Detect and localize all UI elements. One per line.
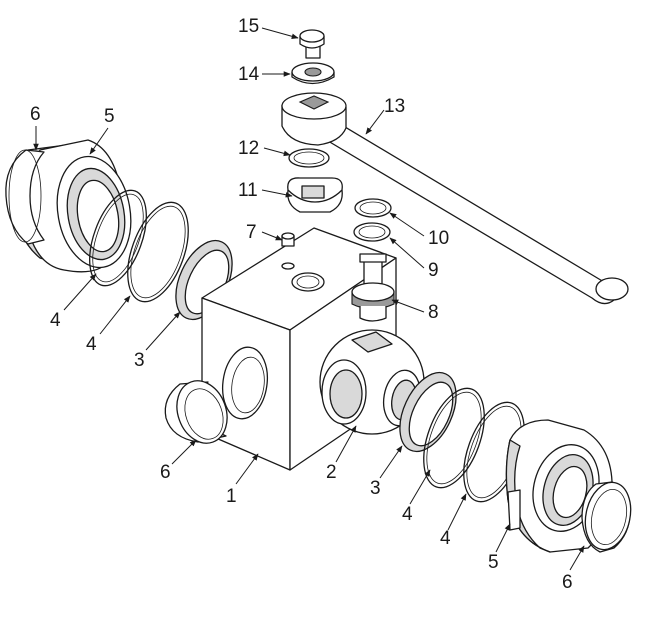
- left-o-ring-a: [89, 189, 147, 287]
- label-11: 11: [238, 180, 258, 201]
- label-2: 2: [326, 462, 337, 483]
- label-3-right: 3: [370, 478, 381, 499]
- label-3-left: 3: [134, 350, 145, 371]
- o-ring-9: [353, 222, 391, 242]
- label-5-left: 5: [104, 106, 115, 127]
- label-9: 9: [428, 260, 439, 281]
- leader-lines: [33, 27, 585, 571]
- stop-plate: [287, 177, 343, 213]
- label-4-right-a: 4: [402, 504, 413, 525]
- label-4-left-b: 4: [86, 334, 97, 355]
- right-seat: [399, 371, 457, 453]
- handle-lever: [281, 92, 629, 305]
- label-12: 12: [238, 138, 259, 159]
- label-4-left-a: 4: [50, 310, 61, 331]
- bolt: [299, 29, 325, 59]
- label-7: 7: [246, 222, 257, 243]
- snap-ring: [288, 148, 330, 168]
- label-6-right: 6: [562, 572, 573, 593]
- label-13: 13: [384, 96, 405, 117]
- right-pipe-end: [581, 481, 632, 553]
- front-pipe-end: [164, 380, 228, 444]
- label-4-right-b: 4: [440, 528, 451, 549]
- right-o-ring-a: [423, 387, 485, 489]
- label-1: 1: [226, 486, 237, 507]
- label-6-front: 6: [160, 462, 171, 483]
- washer: [291, 62, 335, 85]
- o-ring-10: [354, 198, 392, 218]
- left-pipe-end: [5, 149, 45, 245]
- label-5-right: 5: [488, 552, 499, 573]
- label-6-top-left: 6: [30, 104, 41, 125]
- pin: [281, 232, 295, 247]
- label-8: 8: [428, 302, 439, 323]
- label-10: 10: [428, 228, 449, 249]
- label-15: 15: [238, 16, 259, 37]
- stem: [351, 253, 395, 322]
- label-14: 14: [238, 64, 260, 85]
- part-labels: 15 14 13 12 11 10 9 8 7 6 5 4 4 3 6 1 2 …: [30, 16, 573, 593]
- left-o-ring-b: [127, 201, 189, 303]
